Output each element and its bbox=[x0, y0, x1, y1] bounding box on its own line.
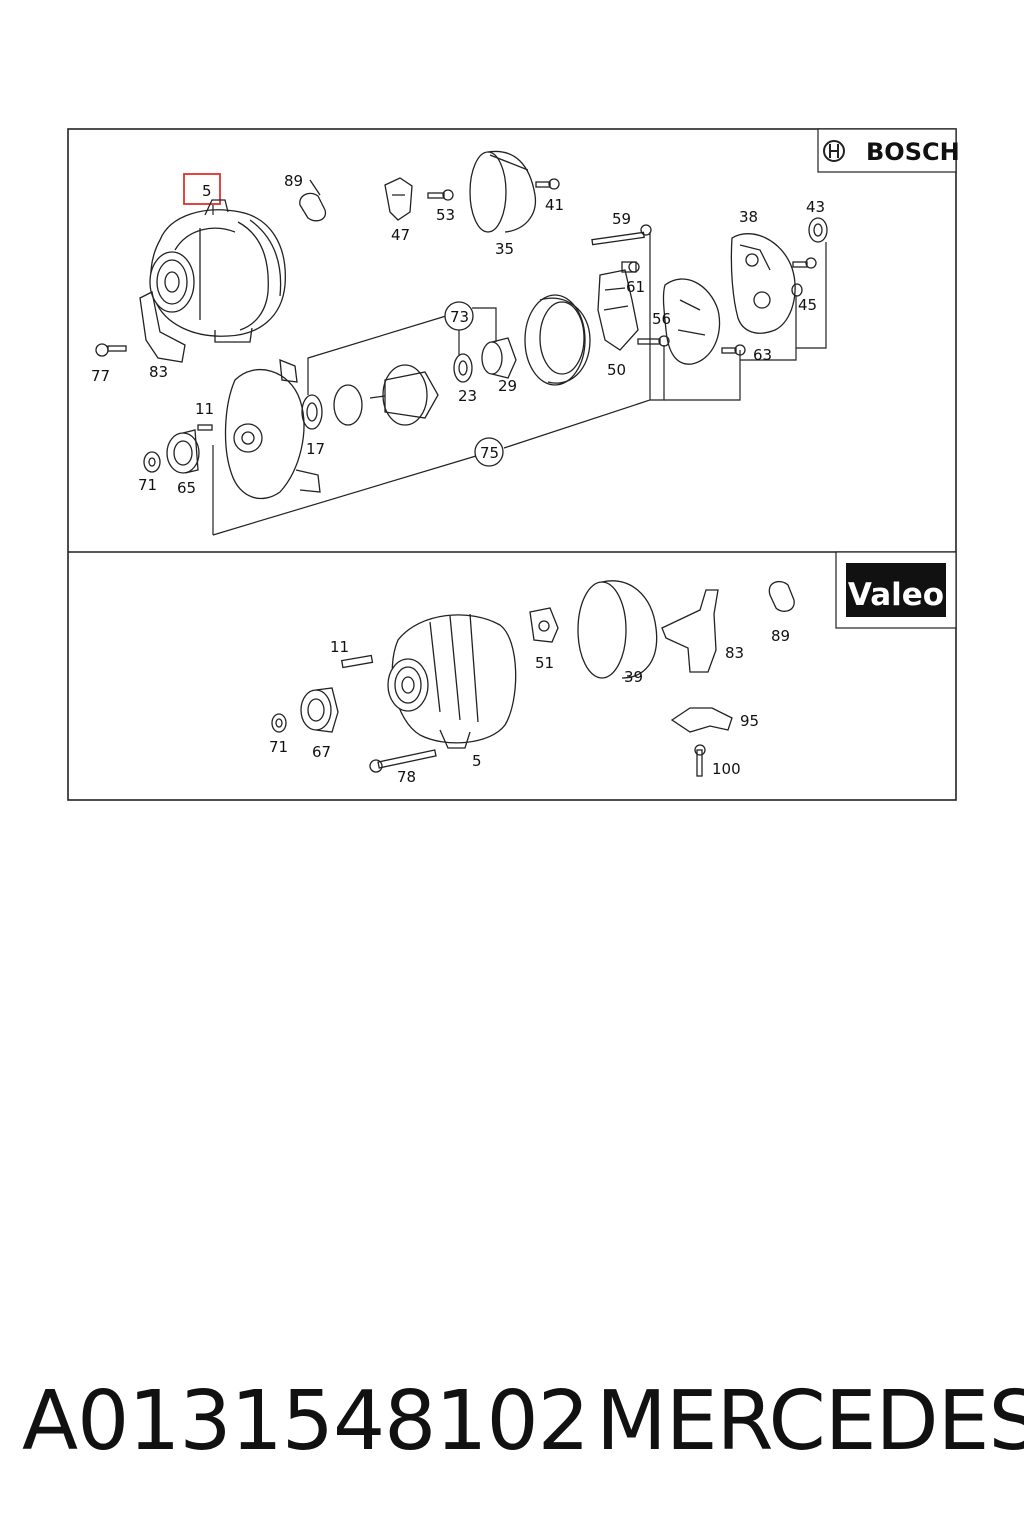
bosch-nut-71 bbox=[143, 451, 161, 473]
callout-73: 73 bbox=[450, 308, 469, 326]
bosch-bracket-83 bbox=[139, 291, 186, 363]
exploded-parts-diagram: BOSCH Valeo bbox=[67, 128, 960, 801]
callout-47: 47 bbox=[391, 226, 410, 244]
callout-35: 35 bbox=[495, 240, 514, 258]
bosch-callouts: 5 89 47 53 35 41 59 38 43 61 45 56 63 50… bbox=[91, 172, 825, 497]
bosch-washer-45 bbox=[791, 283, 803, 297]
bosch-logo: BOSCH bbox=[817, 128, 960, 173]
bosch-stud-11 bbox=[197, 424, 213, 431]
valeo-cover-ring-39 bbox=[577, 580, 658, 679]
callout-23: 23 bbox=[458, 387, 477, 405]
highlight-box bbox=[183, 173, 221, 205]
footer: A0131548102 MERCEDES bbox=[0, 1372, 1024, 1472]
callout-17: 17 bbox=[306, 440, 325, 458]
valeo-callout-100: 100 bbox=[712, 760, 741, 778]
valeo-clip-95 bbox=[670, 707, 733, 733]
callout-5: 5 bbox=[202, 182, 212, 200]
bosch-screw-56 bbox=[637, 335, 670, 347]
valeo-stud-11 bbox=[340, 654, 374, 669]
bosch-regulator-50 bbox=[597, 269, 639, 351]
callout-65: 65 bbox=[177, 479, 196, 497]
callout-89: 89 bbox=[284, 172, 303, 190]
callout-11: 11 bbox=[195, 400, 214, 418]
bosch-screw-53 bbox=[427, 189, 454, 201]
callout-53: 53 bbox=[436, 206, 455, 224]
valeo-nut-71 bbox=[271, 713, 287, 733]
diagram-frame bbox=[67, 128, 957, 801]
bosch-slip-ring-29 bbox=[481, 337, 517, 379]
bosch-clip-89 bbox=[299, 179, 327, 222]
bosch-rectifier bbox=[662, 278, 721, 365]
valeo-bolt-78 bbox=[369, 749, 437, 773]
valeo-callout-11: 11 bbox=[330, 638, 349, 656]
svg-text:Valeo: Valeo bbox=[848, 577, 944, 613]
callout-71: 71 bbox=[138, 476, 157, 494]
bosch-bearing-17 bbox=[301, 394, 323, 430]
callout-75: 75 bbox=[480, 444, 499, 462]
bosch-end-cover-38 bbox=[730, 233, 796, 334]
callout-43: 43 bbox=[806, 198, 825, 216]
valeo-callout-83: 83 bbox=[725, 644, 744, 662]
bosch-stator bbox=[524, 294, 591, 386]
valeo-screw-100 bbox=[694, 744, 706, 777]
valeo-callout-67: 67 bbox=[312, 743, 331, 761]
callout-38: 38 bbox=[739, 208, 758, 226]
bosch-pulley-65 bbox=[166, 429, 200, 474]
valeo-callout-78: 78 bbox=[397, 768, 416, 786]
valeo-alternator-assembly bbox=[387, 613, 517, 749]
callout-41: 41 bbox=[545, 196, 564, 214]
valeo-callout-51: 51 bbox=[535, 654, 554, 672]
part-number: A0131548102 bbox=[22, 1374, 590, 1469]
valeo-pulley-67 bbox=[300, 687, 339, 733]
svg-text:BOSCH: BOSCH bbox=[866, 138, 960, 166]
callout-50: 50 bbox=[607, 361, 626, 379]
bosch-terminal-61 bbox=[621, 261, 640, 273]
bosch-screw-63 bbox=[721, 257, 817, 356]
bosch-alternator-assembly bbox=[149, 199, 286, 343]
valeo-callout-71: 71 bbox=[269, 738, 288, 756]
valeo-bracket-83 bbox=[661, 589, 719, 673]
bosch-gasket bbox=[333, 384, 363, 426]
bosch-cover-ring-35 bbox=[469, 150, 537, 233]
manufacturer-name: MERCEDES bbox=[596, 1374, 1024, 1469]
bosch-bearing-23 bbox=[453, 353, 473, 383]
bosch-rotor bbox=[369, 364, 439, 426]
bosch-nut-43 bbox=[808, 217, 828, 243]
callout-63: 63 bbox=[753, 346, 772, 364]
bosch-screw-41 bbox=[535, 178, 560, 190]
valeo-callout-89: 89 bbox=[771, 627, 790, 645]
callout-29: 29 bbox=[498, 377, 517, 395]
bosch-bolt-59 bbox=[591, 224, 652, 246]
valeo-clip-89 bbox=[768, 581, 795, 612]
valeo-callout-95: 95 bbox=[740, 712, 759, 730]
bosch-connector-47 bbox=[384, 177, 413, 221]
valeo-callout-39: 39 bbox=[624, 668, 643, 686]
bosch-screw-77 bbox=[95, 343, 127, 357]
callout-59: 59 bbox=[612, 210, 631, 228]
callout-77: 77 bbox=[91, 367, 110, 385]
callout-45: 45 bbox=[798, 296, 817, 314]
valeo-connector-51 bbox=[529, 607, 559, 643]
callout-56: 56 bbox=[652, 310, 671, 328]
valeo-callout-5: 5 bbox=[472, 752, 482, 770]
bosch-leader-lines bbox=[212, 205, 827, 536]
valeo-callouts: 11 51 39 83 89 95 71 67 78 5 100 bbox=[269, 627, 790, 786]
valeo-logo: Valeo bbox=[835, 551, 957, 629]
callout-83: 83 bbox=[149, 363, 168, 381]
callout-61: 61 bbox=[626, 278, 645, 296]
bosch-drive-end-housing bbox=[224, 358, 321, 500]
